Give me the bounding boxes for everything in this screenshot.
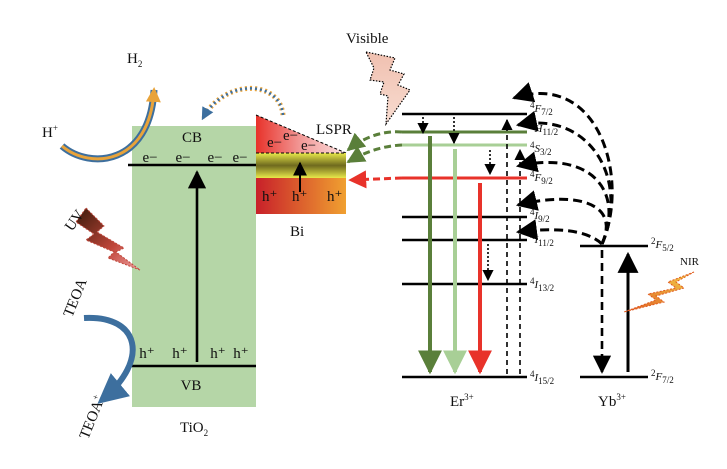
visible-bolt-icon bbox=[364, 51, 411, 127]
er-level-label: 4F9/2 bbox=[530, 169, 553, 186]
er-level-label: 4S3/2 bbox=[530, 140, 552, 157]
energy-transfer-arrows bbox=[512, 82, 614, 246]
yb-levels bbox=[580, 244, 648, 379]
er-level-label: 4F7/2 bbox=[530, 100, 553, 117]
er-level-label: 4I15/2 bbox=[530, 369, 554, 386]
er-label: Er3+ bbox=[450, 392, 474, 410]
er-bi-transfer-green bbox=[346, 143, 403, 164]
tio2-label: TiO2 bbox=[180, 420, 208, 438]
bi-electron: e− bbox=[267, 135, 282, 151]
h2-evolution-arc-inner bbox=[61, 87, 161, 161]
tio2-electron: e− bbox=[232, 150, 247, 166]
bi-hole: h⁺ bbox=[262, 189, 277, 205]
er-level-label: 4I9/2 bbox=[530, 207, 550, 224]
visible-label: Visible bbox=[346, 31, 389, 47]
tio2-hole: h⁺ bbox=[139, 346, 154, 362]
nir-label: NIR bbox=[680, 256, 700, 268]
tio2-hole: h⁺ bbox=[210, 346, 225, 362]
tio2-electron: e− bbox=[207, 150, 222, 166]
tio2-electron: e− bbox=[175, 150, 190, 166]
er-level-label: 4I11/2 bbox=[530, 231, 554, 248]
teoa-label: TEOA bbox=[61, 276, 91, 319]
bi-electron: e− bbox=[301, 138, 316, 154]
h2-label: H2 bbox=[127, 51, 142, 69]
bi-label: Bi bbox=[290, 224, 304, 240]
cb-label: CB bbox=[182, 130, 202, 146]
tio2-electron: e− bbox=[142, 150, 157, 166]
yb-label: Yb3+ bbox=[598, 392, 626, 410]
hplus-label: H+ bbox=[42, 123, 58, 141]
tio2-hole: h⁺ bbox=[172, 346, 187, 362]
bi-block bbox=[255, 114, 347, 214]
uv-bolt-icon bbox=[75, 207, 141, 271]
er-levels bbox=[402, 112, 527, 379]
tio2-hole: h⁺ bbox=[233, 346, 248, 362]
tio2-block bbox=[128, 126, 256, 407]
er-bi-transfer-dark-green bbox=[346, 130, 403, 152]
er-level-label: 4I13/2 bbox=[530, 276, 554, 293]
bi-hole: h⁺ bbox=[327, 189, 342, 205]
yb-level-label: 2F5/2 bbox=[651, 236, 674, 253]
er-level-labels: 4F7/2 2H11/2 4S3/2 4F9/2 4I9/2 4I11/2 4I… bbox=[530, 100, 558, 386]
vb-label: VB bbox=[181, 378, 202, 394]
nir-bolt-icon bbox=[623, 271, 695, 313]
electron-transfer-arc-inner bbox=[201, 87, 285, 121]
teoa-oxidation-arc bbox=[83, 314, 136, 404]
lspr-label: LSPR bbox=[316, 122, 352, 138]
bi-hole: h⁺ bbox=[292, 189, 307, 205]
bi-electron: e− bbox=[283, 128, 298, 144]
er-bi-transfer-red bbox=[348, 170, 403, 189]
yb-level-label: 2F7/2 bbox=[651, 368, 674, 385]
